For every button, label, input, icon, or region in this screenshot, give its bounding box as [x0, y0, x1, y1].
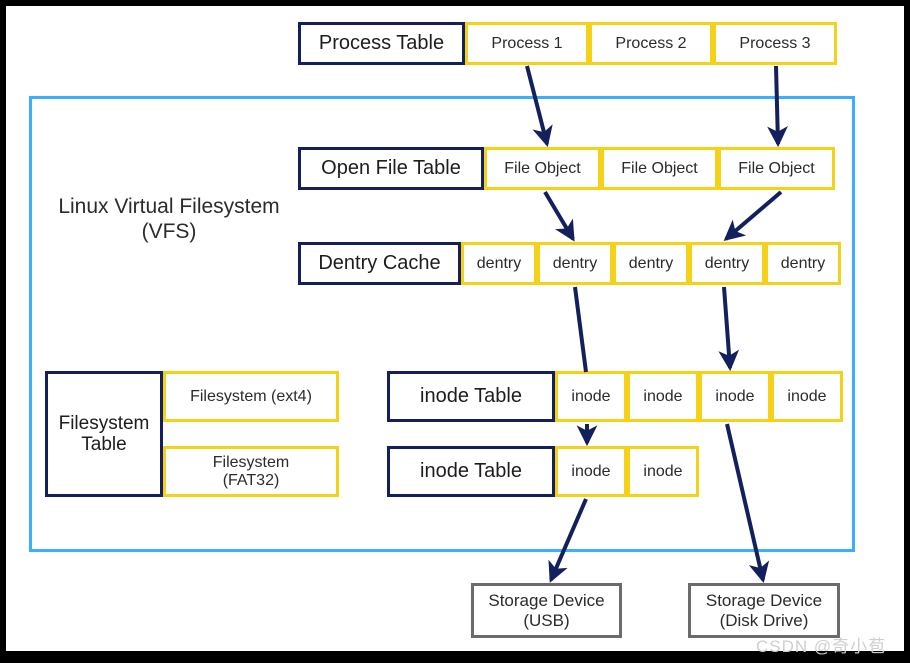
filesystem-entry-fat32[interactable]: Filesystem (FAT32): [163, 446, 339, 497]
dentry-cell-1[interactable]: dentry: [461, 242, 537, 285]
process-cell-1[interactable]: Process 1: [465, 22, 589, 65]
dentry-cell-2[interactable]: dentry: [537, 242, 613, 285]
diagram-sheet: Linux Virtual Filesystem (VFS) Process T…: [6, 6, 904, 656]
inode-fat32-cell-2[interactable]: inode: [627, 446, 699, 497]
process-cell-2[interactable]: Process 2: [589, 22, 713, 65]
file-object-cell-1[interactable]: File Object: [484, 147, 601, 190]
process-table-header[interactable]: Process Table: [298, 22, 465, 65]
vfs-container-label: Linux Virtual Filesystem (VFS): [58, 195, 280, 244]
file-object-cell-2[interactable]: File Object: [601, 147, 718, 190]
filesystem-table-header[interactable]: Filesystem Table: [45, 371, 163, 497]
inode-table-ext4-header[interactable]: inode Table: [387, 371, 555, 422]
process-cell-3[interactable]: Process 3: [713, 22, 837, 65]
csdn-watermark: CSDN @奇小苞: [756, 637, 887, 656]
dentry-cache-header[interactable]: Dentry Cache: [298, 242, 461, 285]
inode-ext4-cell-2[interactable]: inode: [627, 371, 699, 422]
inode-table-fat32-header[interactable]: inode Table: [387, 446, 555, 497]
filesystem-entry-ext4[interactable]: Filesystem (ext4): [163, 371, 339, 422]
inode-ext4-cell-1[interactable]: inode: [555, 371, 627, 422]
inode-ext4-cell-3[interactable]: inode: [699, 371, 771, 422]
inode-fat32-cell-1[interactable]: inode: [555, 446, 627, 497]
vfs-container: [29, 96, 855, 552]
dentry-cell-5[interactable]: dentry: [765, 242, 841, 285]
inode-ext4-cell-4[interactable]: inode: [771, 371, 843, 422]
storage-device-usb[interactable]: Storage Device (USB): [471, 583, 622, 638]
dentry-cell-3[interactable]: dentry: [613, 242, 689, 285]
storage-device-disk[interactable]: Storage Device (Disk Drive): [688, 583, 840, 638]
file-object-cell-3[interactable]: File Object: [718, 147, 835, 190]
open-file-table-header[interactable]: Open File Table: [298, 147, 484, 190]
dentry-cell-4[interactable]: dentry: [689, 242, 765, 285]
